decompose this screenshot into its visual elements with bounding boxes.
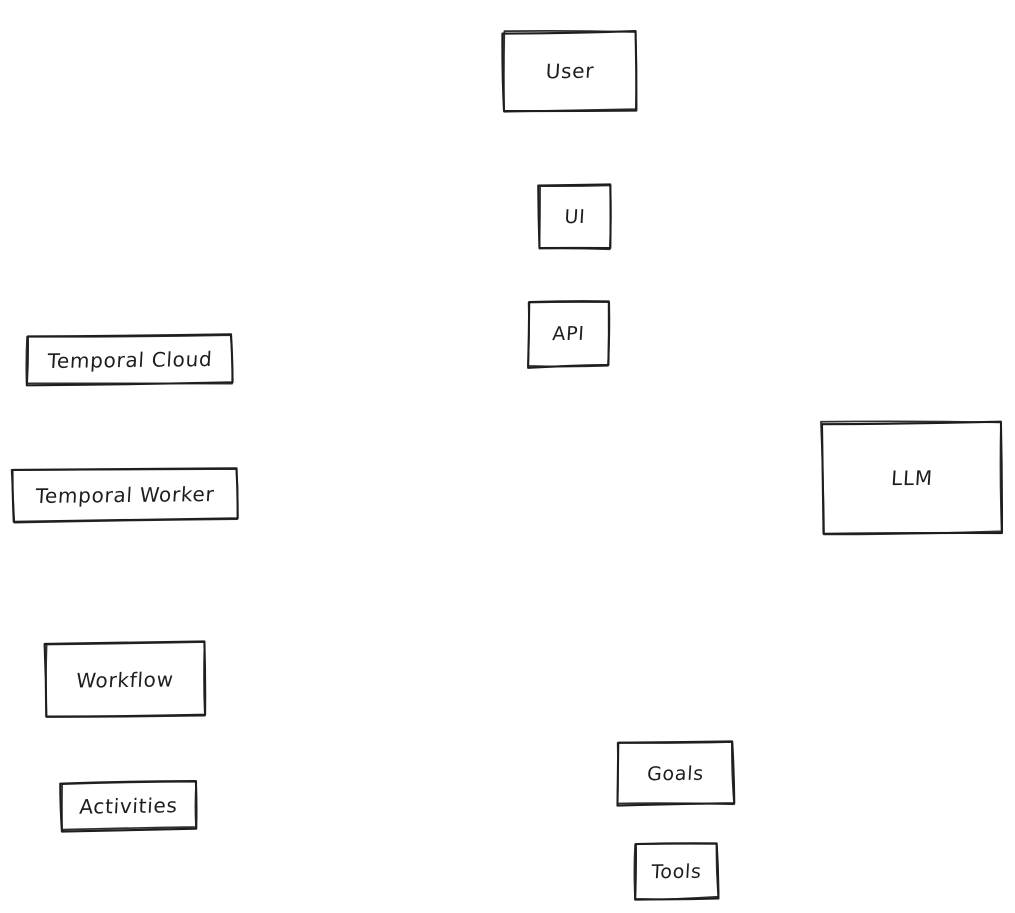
node-workflow[interactable]: Workflow xyxy=(43,640,207,719)
node-temporal-cloud[interactable]: Temporal Cloud xyxy=(25,333,235,387)
node-ui[interactable]: UI xyxy=(537,183,613,251)
node-tools[interactable]: Tools xyxy=(633,842,720,901)
node-label-user: User xyxy=(545,58,595,84)
node-label-workflow: Workflow xyxy=(75,666,175,693)
node-goals[interactable]: Goals xyxy=(616,740,736,807)
node-label-activities: Activities xyxy=(78,793,179,819)
node-temporal-worker[interactable]: Temporal Worker xyxy=(10,467,240,524)
node-user[interactable]: User xyxy=(501,29,638,113)
node-label-temporal-cloud: Temporal Cloud xyxy=(46,346,214,373)
node-label-temporal-worker: Temporal Worker xyxy=(34,482,216,508)
node-label-tools: Tools xyxy=(650,860,703,883)
node-label-ui: UI xyxy=(563,205,587,228)
node-activities[interactable]: Activities xyxy=(59,779,198,833)
node-label-api: API xyxy=(551,322,586,346)
node-label-goals: Goals xyxy=(646,762,705,785)
node-label-llm: LLM xyxy=(890,465,934,491)
node-llm[interactable]: LLM xyxy=(820,420,1004,536)
clipped-top-text: · · · · · · · · · · · · · · · · · · · · … xyxy=(0,0,1015,3)
node-api[interactable]: API xyxy=(527,300,611,369)
